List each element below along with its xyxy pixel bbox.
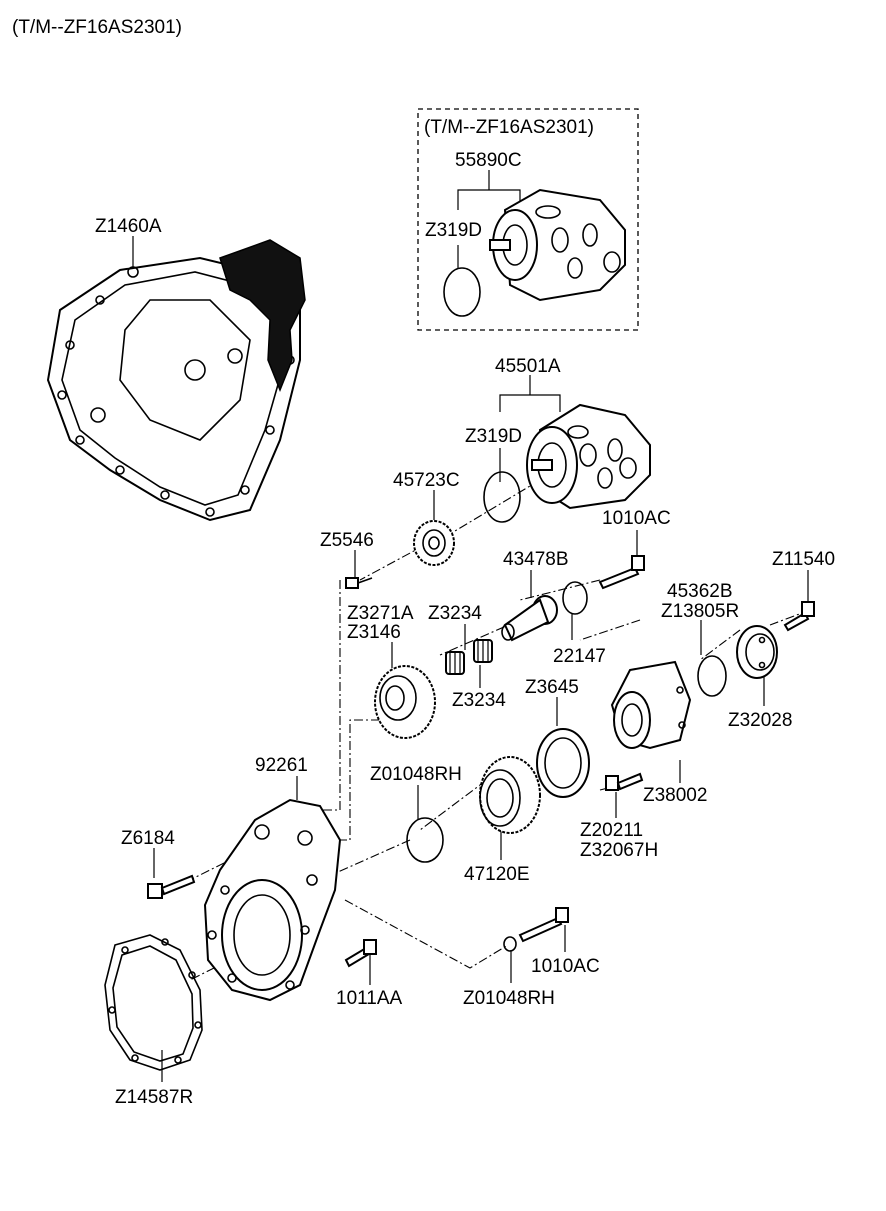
shaft-43478b bbox=[501, 595, 558, 642]
bolt-1011aa bbox=[344, 939, 377, 968]
label-z38002: Z38002 bbox=[643, 785, 707, 806]
label-z01048rh-top: Z01048RH bbox=[370, 764, 462, 785]
label-z3234-a: Z3234 bbox=[428, 603, 482, 624]
bolt-z11540 bbox=[783, 601, 815, 632]
ring-gear-47120e bbox=[479, 756, 541, 834]
inset-box bbox=[417, 108, 639, 331]
inset-pump-assembly bbox=[443, 188, 626, 317]
pump-assembly bbox=[483, 403, 651, 523]
transmission-case bbox=[46, 239, 306, 522]
label-z3234-b: Z3234 bbox=[452, 690, 506, 711]
label-z32067h: Z32067H bbox=[580, 840, 658, 861]
label-z20211: Z20211 bbox=[580, 820, 643, 841]
gear-z3146 bbox=[374, 665, 436, 739]
gear-45723c bbox=[413, 520, 455, 566]
bolt-1010ac-bottom bbox=[518, 907, 569, 943]
transfer-case-92261 bbox=[203, 798, 342, 1002]
bolt-z6184 bbox=[147, 874, 196, 899]
assembly-lines bbox=[189, 479, 811, 981]
label-z01048rh-bottom: Z01048RH bbox=[463, 988, 555, 1009]
label-22147: 22147 bbox=[553, 646, 606, 667]
o-ring-z319d bbox=[483, 471, 521, 523]
page-title: (T/M--ZF16AS2301) bbox=[12, 17, 182, 38]
label-z32028: Z32028 bbox=[728, 710, 792, 731]
label-z3271a: Z3271A bbox=[347, 603, 414, 624]
bolt-z5546 bbox=[345, 577, 373, 589]
label-z1460a: Z1460A bbox=[95, 216, 162, 237]
label-43478b: 43478B bbox=[503, 549, 569, 570]
label-1010ac-top: 1010AC bbox=[602, 508, 671, 529]
label-1010ac-bottom: 1010AC bbox=[531, 956, 600, 977]
washer-z01048rh bbox=[503, 936, 517, 952]
needle-bearings bbox=[445, 639, 493, 675]
label-1011aa: 1011AA bbox=[336, 988, 403, 1009]
label-45501a: 45501A bbox=[495, 356, 561, 377]
label-z13805r: Z13805R bbox=[661, 601, 739, 622]
label-92261: 92261 bbox=[255, 755, 308, 776]
seal-z3645 bbox=[536, 728, 590, 798]
label-z3645: Z3645 bbox=[525, 677, 579, 698]
label-z319d-inset: Z319D bbox=[425, 220, 482, 241]
gasket-z14587r bbox=[104, 934, 203, 1071]
label-z5546: Z5546 bbox=[320, 530, 374, 551]
leader-lines bbox=[132, 170, 809, 1082]
label-47120e: 47120E bbox=[464, 864, 530, 885]
flange-z38002 bbox=[610, 660, 692, 750]
label-z11540: Z11540 bbox=[772, 549, 835, 570]
o-ring-45362b bbox=[697, 655, 727, 697]
label-z319d: Z319D bbox=[465, 426, 522, 447]
bolt-z20211 bbox=[605, 772, 644, 791]
cap-z32028 bbox=[736, 625, 778, 679]
inset-o-ring bbox=[443, 267, 481, 317]
label-z6184: Z6184 bbox=[121, 828, 175, 849]
inset-title: (T/M--ZF16AS2301) bbox=[424, 117, 594, 138]
label-z3146: Z3146 bbox=[347, 622, 401, 643]
label-45362b: 45362B bbox=[667, 581, 733, 602]
bolt-1010ac-top bbox=[598, 555, 645, 590]
label-55890c: 55890C bbox=[455, 150, 522, 171]
snap-ring-top bbox=[406, 817, 444, 863]
label-z14587r: Z14587R bbox=[115, 1087, 193, 1108]
o-ring-22147 bbox=[562, 581, 588, 615]
label-45723c: 45723C bbox=[393, 470, 460, 491]
